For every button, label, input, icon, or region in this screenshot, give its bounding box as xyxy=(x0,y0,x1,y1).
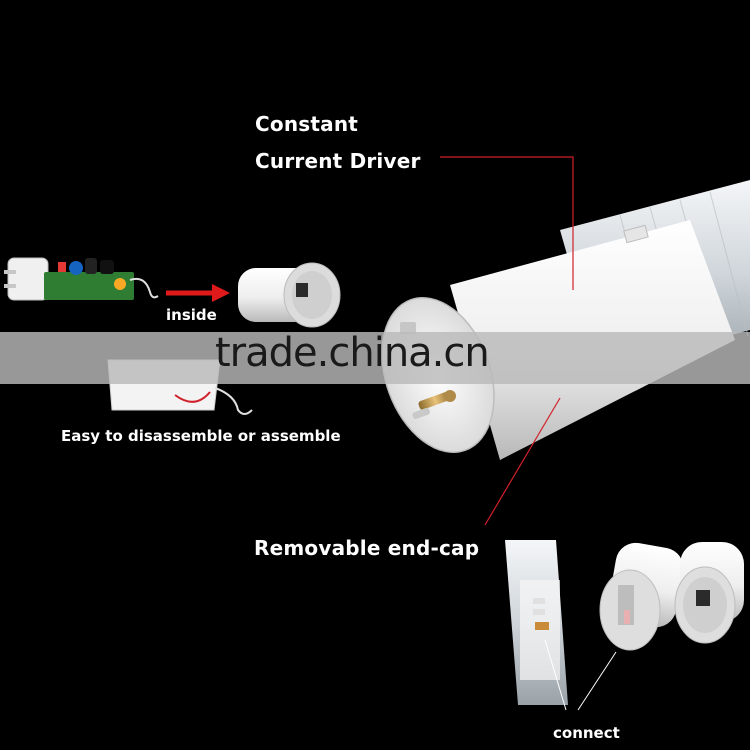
driver-label-line1: Constant xyxy=(255,112,359,136)
endcap-leader-line xyxy=(484,397,561,526)
connect-label: connect xyxy=(553,724,620,742)
leader-lines xyxy=(440,156,574,526)
watermark-band xyxy=(0,332,750,384)
driver-label-line2: Current Driver xyxy=(255,149,421,173)
end-cap-pins xyxy=(412,390,456,419)
inside-label: inside xyxy=(166,306,217,324)
endcap-label: Removable end-cap xyxy=(254,536,480,560)
opened-cap xyxy=(238,262,341,328)
cap-latch xyxy=(623,224,649,244)
watermark-text: trade.china.cn xyxy=(215,330,490,376)
small-cap-left xyxy=(599,542,684,651)
disassemble-label: Easy to disassemble or assemble xyxy=(61,427,341,445)
driver-leader-line xyxy=(440,156,574,290)
connect-lines xyxy=(544,639,617,711)
tube-assembly-detail xyxy=(505,540,744,711)
pcb-board xyxy=(44,272,134,300)
main-tube xyxy=(381,180,750,460)
driver-plug xyxy=(7,257,49,301)
end-cap-slot xyxy=(400,322,416,334)
driver-board xyxy=(4,257,159,301)
small-cap-right xyxy=(674,542,744,644)
inside-arrow xyxy=(166,284,230,302)
